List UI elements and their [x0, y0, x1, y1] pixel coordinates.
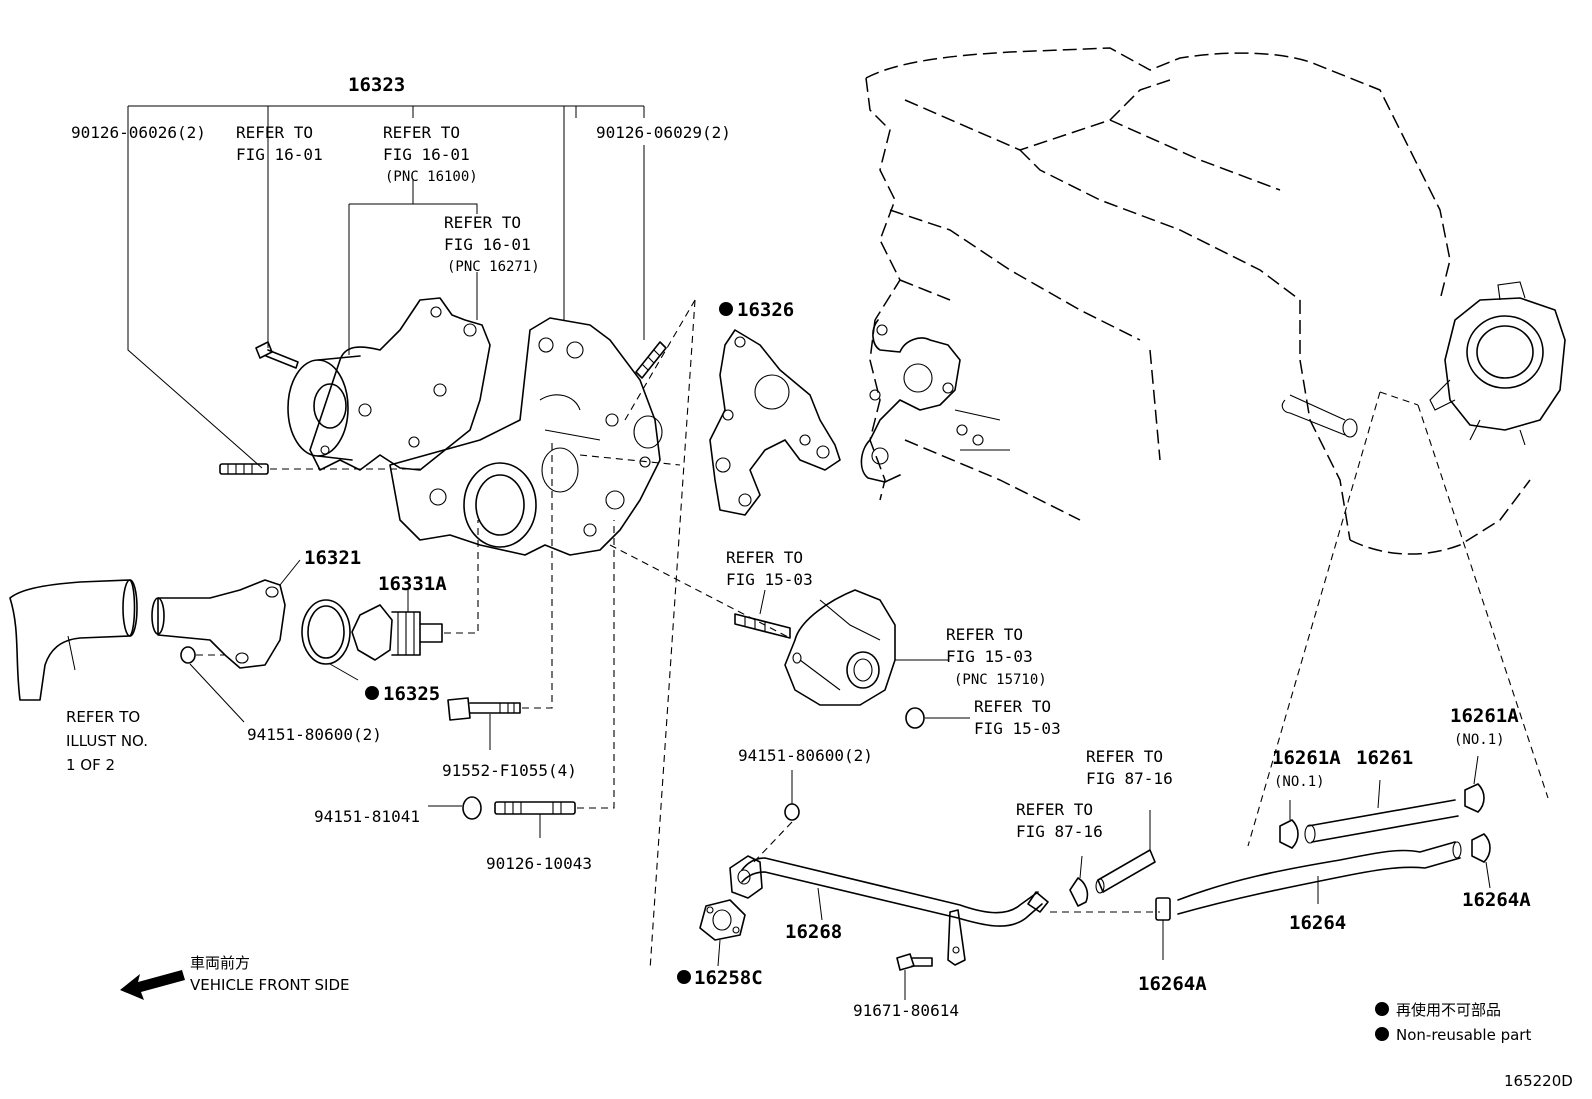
engine-block-outline	[865, 47, 1531, 555]
thermostat-16331A	[351, 520, 479, 661]
bolt-91552-F1055	[447, 440, 553, 750]
label-16325: 16325	[383, 683, 440, 705]
nut-94151-80600-b	[751, 770, 800, 865]
water-pump-assembly	[287, 297, 663, 556]
radiator-hose	[9, 579, 138, 701]
thermostat-housing-16321	[151, 579, 286, 669]
explode-line-pump	[579, 454, 681, 466]
label-16264A-b: 16264A	[1462, 889, 1531, 911]
label-16264A-a: 16264A	[1138, 973, 1207, 995]
gasket-16325	[301, 599, 359, 681]
refer-d-line2: FIG 15-03	[726, 570, 813, 589]
refer-g-line2: FIG 87-16	[1086, 769, 1173, 788]
label-16326: 16326	[737, 299, 794, 321]
label-16261A-b: 16261A	[1450, 705, 1519, 727]
label-16331A: 16331A	[378, 573, 447, 595]
clamp-fig87-16	[1069, 810, 1156, 907]
label-90126-06026: 90126-06026(2)	[71, 123, 206, 142]
legend-dot-en	[1375, 1027, 1389, 1041]
callout-16323	[127, 105, 645, 469]
clamp-16264A-b	[1471, 833, 1491, 889]
label-16323: 16323	[348, 74, 405, 96]
refer-e-line1: REFER TO	[946, 625, 1023, 644]
illust-ref-line3: 1 OF 2	[66, 756, 115, 774]
label-90126-10043: 90126-10043	[486, 854, 592, 873]
refer-h-line2: FIG 87-16	[1016, 822, 1103, 841]
label-16261A-a-no: (NO.1)	[1274, 774, 1325, 790]
label-16261A-b-no: (NO.1)	[1454, 732, 1505, 748]
stud-90126-06029	[635, 341, 667, 379]
stud-90126-10043	[494, 520, 615, 838]
clamp-16261A-b	[1464, 755, 1485, 813]
gasket-16258C	[699, 899, 746, 967]
label-16264: 16264	[1289, 912, 1346, 934]
text-labels: 16323 90126-06026(2) 90126-06029(2) REFE…	[66, 74, 1573, 1090]
refer-b-line3: (PNC 16100)	[385, 169, 478, 185]
refer-b-line1: REFER TO	[383, 123, 460, 142]
label-94151-81041: 94151-81041	[314, 807, 420, 826]
explode-line-16326b	[624, 299, 696, 421]
engine-front-cover	[860, 319, 1010, 483]
figure-id: 165220D	[1504, 1072, 1573, 1090]
bolt-91671-80614	[896, 953, 933, 1000]
nonreusable-dot-16325	[365, 686, 379, 700]
nut-94151-81041	[428, 796, 482, 820]
explode-line-tbody	[609, 544, 791, 639]
label-16261: 16261	[1356, 747, 1413, 769]
refer-f-line2: FIG 15-03	[974, 719, 1061, 738]
stud-90126-06026	[219, 463, 420, 475]
throttle-body	[1429, 281, 1566, 446]
refer-c-line1: REFER TO	[444, 213, 521, 232]
label-90126-06029: 90126-06029(2)	[596, 123, 731, 142]
explode-line-hose-c	[1379, 391, 1419, 406]
refer-c-line3: (PNC 16271)	[447, 259, 540, 275]
front-arrow-icon	[120, 970, 185, 1000]
refer-a-line2: FIG 16-01	[236, 145, 323, 164]
front-label-en: VEHICLE FRONT SIDE	[190, 976, 350, 994]
legend-jp: 再使用不可部品	[1396, 1001, 1501, 1019]
bypass-pipe-16268	[729, 855, 1049, 966]
refer-g-line1: REFER TO	[1086, 747, 1163, 766]
refer-a-line1: REFER TO	[236, 123, 313, 142]
explode-line-16326	[649, 299, 696, 971]
fitting-16264A-a	[1155, 897, 1171, 960]
hose-16261	[1304, 779, 1459, 844]
label-16321: 16321	[304, 547, 361, 569]
refer-f-line1: REFER TO	[974, 697, 1051, 716]
refer-c-line2: FIG 16-01	[444, 235, 531, 254]
nut-94151-80600-a	[180, 646, 245, 723]
label-16258C: 16258C	[694, 967, 763, 989]
bolt-fig16-01	[255, 341, 299, 369]
legend-en: Non-reusable part	[1396, 1026, 1531, 1044]
refer-h-line1: REFER TO	[1016, 800, 1093, 819]
illust-ref-line2: ILLUST NO.	[66, 732, 148, 750]
hose-16264	[1177, 841, 1462, 915]
refer-b-line2: FIG 16-01	[383, 145, 470, 164]
nut-fig15-03	[905, 707, 970, 729]
illust-ref-line1: REFER TO	[66, 708, 140, 726]
label-16261A-a: 16261A	[1272, 747, 1341, 769]
explode-line-hose-a	[1247, 391, 1381, 847]
front-label-jp: 車両前方	[190, 954, 250, 972]
label-91671-80614: 91671-80614	[853, 1001, 959, 1020]
nonreusable-dot-16258C	[677, 970, 691, 984]
explode-line-hose-b	[1417, 404, 1549, 799]
bracket-fig15-03	[734, 589, 948, 706]
gasket-16326	[709, 329, 841, 516]
refer-e-line3: (PNC 15710)	[954, 672, 1047, 688]
refer-d-line1: REFER TO	[726, 548, 803, 567]
label-91552-F1055: 91552-F1055(4)	[442, 761, 577, 780]
refer-e-line2: FIG 15-03	[946, 647, 1033, 666]
nonreusable-dot-16326	[719, 302, 733, 316]
legend-dot-jp	[1375, 1002, 1389, 1016]
label-94151-80600-a: 94151-80600(2)	[247, 725, 382, 744]
label-16268: 16268	[785, 921, 842, 943]
clamp-16261A-a	[1279, 800, 1299, 849]
label-94151-80600-b: 94151-80600(2)	[738, 746, 873, 765]
